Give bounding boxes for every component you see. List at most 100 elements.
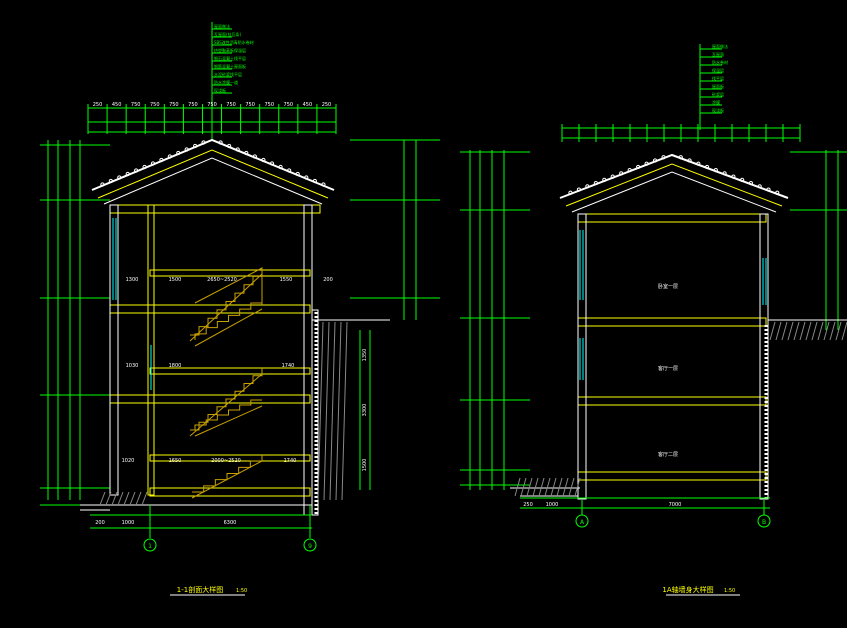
roof-tile — [687, 158, 692, 163]
hatch-line — [817, 321, 824, 341]
roof-tile — [218, 140, 223, 145]
hatch-line — [544, 477, 551, 497]
roof-tile — [568, 190, 573, 195]
roof-tile — [678, 155, 683, 160]
hatch-line — [514, 477, 521, 497]
hatch-line — [111, 491, 118, 506]
hatch-line — [805, 321, 812, 341]
stair-soffit — [194, 405, 263, 437]
roof-tile — [184, 147, 189, 152]
mid-dim-lower-2: 1650 — [169, 458, 182, 464]
callout-text: 涂膜 — [712, 99, 720, 105]
hatch-line — [135, 491, 142, 506]
top-dim-label: 750 — [169, 102, 179, 108]
right-vertical-dims-left-drawing — [340, 139, 440, 490]
walls-right — [577, 213, 769, 500]
hatch-line — [99, 491, 106, 506]
roof-callout-texts-left: 屋面做法瓦屋面(挂瓦条)SBS改性沥青防水卷材挤塑聚苯板保温层细石混凝土找平层钢… — [212, 23, 254, 94]
callout-text: 瓦屋面(挂瓦条) — [214, 31, 242, 37]
top-dim-label: 750 — [131, 102, 141, 108]
hatch-line — [793, 321, 800, 341]
drawing-scale-right: 1:50 — [724, 588, 735, 594]
roof-tile — [269, 161, 275, 166]
hatch-line — [556, 477, 563, 497]
top-dimension-chain-left — [88, 107, 336, 133]
roof-tile — [602, 177, 607, 182]
top-dim-label: 750 — [245, 102, 255, 108]
stair-flight — [194, 399, 262, 430]
mid-dim-upper-5: 200 — [323, 277, 333, 283]
roof-tile — [775, 190, 780, 195]
roof-tile — [134, 168, 139, 173]
hatch-line — [335, 321, 342, 501]
stair-flight — [192, 455, 263, 493]
mid-dim-lower-1: 1020 — [122, 458, 135, 464]
hatch-line — [829, 321, 836, 341]
roof-tiles-right — [568, 155, 780, 195]
hatch-line — [520, 477, 527, 497]
roof-tile — [636, 164, 641, 170]
ground-left — [80, 319, 390, 511]
roof-tile — [193, 143, 198, 149]
hatch-line — [341, 321, 348, 501]
roof-tile — [713, 168, 718, 173]
hatch-line — [532, 477, 539, 497]
roof-tile — [117, 175, 122, 180]
roof-tile — [304, 175, 309, 180]
bottom-dim-right-1: 250 — [523, 502, 533, 508]
drawing-scale-left: 1:50 — [236, 588, 247, 594]
section-1-1-drawing: 屋面做法瓦屋面(挂瓦条)SBS改性沥青防水卷材挤塑聚苯板保温层细石混凝土找平层钢… — [40, 22, 440, 596]
callout-text: 屋面板 — [712, 83, 724, 89]
bottom-dim-right-3: 7000 — [669, 502, 682, 508]
roof-tile — [321, 182, 326, 187]
mid-dim-upper-2: 1500 — [169, 277, 182, 283]
callout-text: 防水涂膜一道 — [214, 79, 238, 85]
stair-soffit — [189, 273, 263, 342]
callout-text: 挤塑聚苯板保温层 — [214, 47, 246, 53]
hatch-line — [550, 477, 557, 497]
roof-tile — [585, 184, 590, 189]
bottom-dimension-right — [520, 497, 770, 509]
stair-soffit — [191, 460, 263, 499]
top-dim-label: 750 — [264, 102, 274, 108]
roof-tile — [652, 158, 658, 163]
roof-tile — [287, 168, 292, 173]
right-stack-dim-2: 3300 — [362, 404, 368, 417]
hatch-line — [329, 321, 336, 501]
roof-tile — [627, 168, 632, 173]
mid-dim-mid-1: 1030 — [126, 363, 139, 369]
roof-tile — [108, 178, 113, 184]
windows-right — [579, 230, 767, 380]
roof-left — [91, 138, 335, 205]
roof-tile — [125, 171, 130, 177]
hatch-line — [568, 477, 575, 497]
hatch-line — [574, 477, 581, 497]
roof-tile — [696, 161, 701, 166]
roof-tile — [593, 180, 598, 186]
hatch-line — [562, 477, 569, 497]
room-label-1: 卧室一层 — [658, 283, 678, 290]
ground-right — [510, 319, 847, 497]
roof-tile — [100, 182, 105, 187]
hatch-line — [781, 321, 788, 341]
top-dim-label: 450 — [112, 102, 122, 108]
callout-text: 保温层 — [712, 67, 724, 73]
callout-text: 屋面做法 — [712, 43, 728, 49]
top-dim-label: 750 — [226, 102, 236, 108]
roof-tile — [704, 164, 710, 170]
hatch-line — [323, 321, 330, 501]
hatch-line — [841, 321, 847, 341]
bottom-dim-left-1: 200 — [95, 520, 105, 526]
hatch-line — [823, 321, 830, 341]
roof-tile — [295, 171, 300, 177]
hatch-line — [105, 491, 112, 506]
ground-hatch-right — [514, 321, 847, 497]
callout-text: 防水卷材 — [712, 59, 728, 65]
bottom-dim-left-3: 6300 — [224, 520, 237, 526]
roof-tile — [278, 164, 283, 170]
callout-text: 现浇板 — [712, 107, 724, 113]
hatch-line — [123, 491, 130, 506]
